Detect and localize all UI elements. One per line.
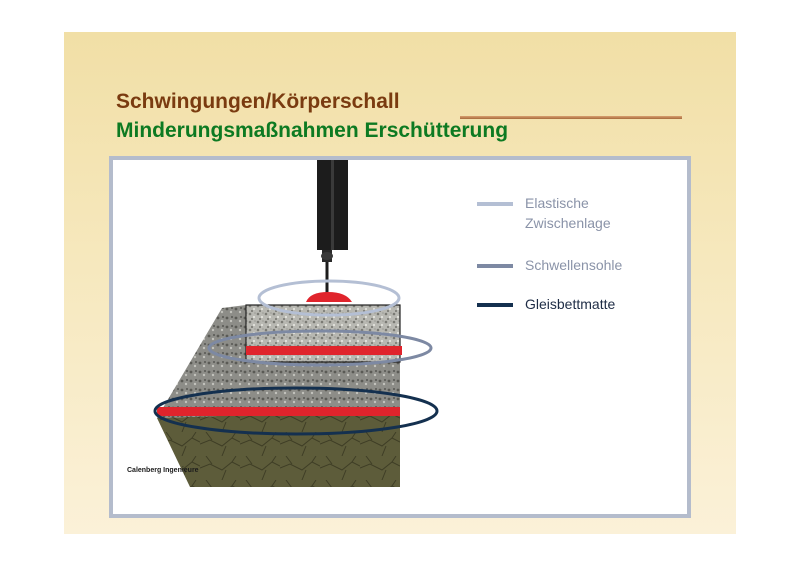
soil-layer (157, 410, 400, 487)
legend-item-ballast-mat: Gleisbettmatte (477, 294, 615, 314)
slide-subtitle: Minderungsmaßnahmen Erschütterung (116, 119, 509, 142)
ellipse-ballast-mat (153, 386, 439, 436)
legend-label: Schwellensohle (525, 257, 623, 273)
legend-label: Gleisbettmatte (525, 296, 616, 312)
pad-sleeper (246, 346, 402, 355)
legend-swatch (477, 202, 513, 206)
legend-item-sleeper-pad: Schwellensohle (477, 255, 622, 275)
image-credit: Calenberg Ingenieure (127, 467, 199, 474)
rail-highlight (331, 160, 334, 250)
rail-clip (321, 252, 333, 260)
legend-swatch (477, 303, 513, 307)
pad-ballast-mat (157, 407, 400, 416)
ellipse-elastic (257, 279, 401, 317)
legend-swatch (477, 264, 513, 268)
slide-title: Schwingungen/Körperschall (116, 90, 400, 113)
ellipse-sleeper (207, 329, 433, 367)
pad-elastic-intermediate (306, 292, 352, 302)
title-rule (460, 116, 682, 119)
